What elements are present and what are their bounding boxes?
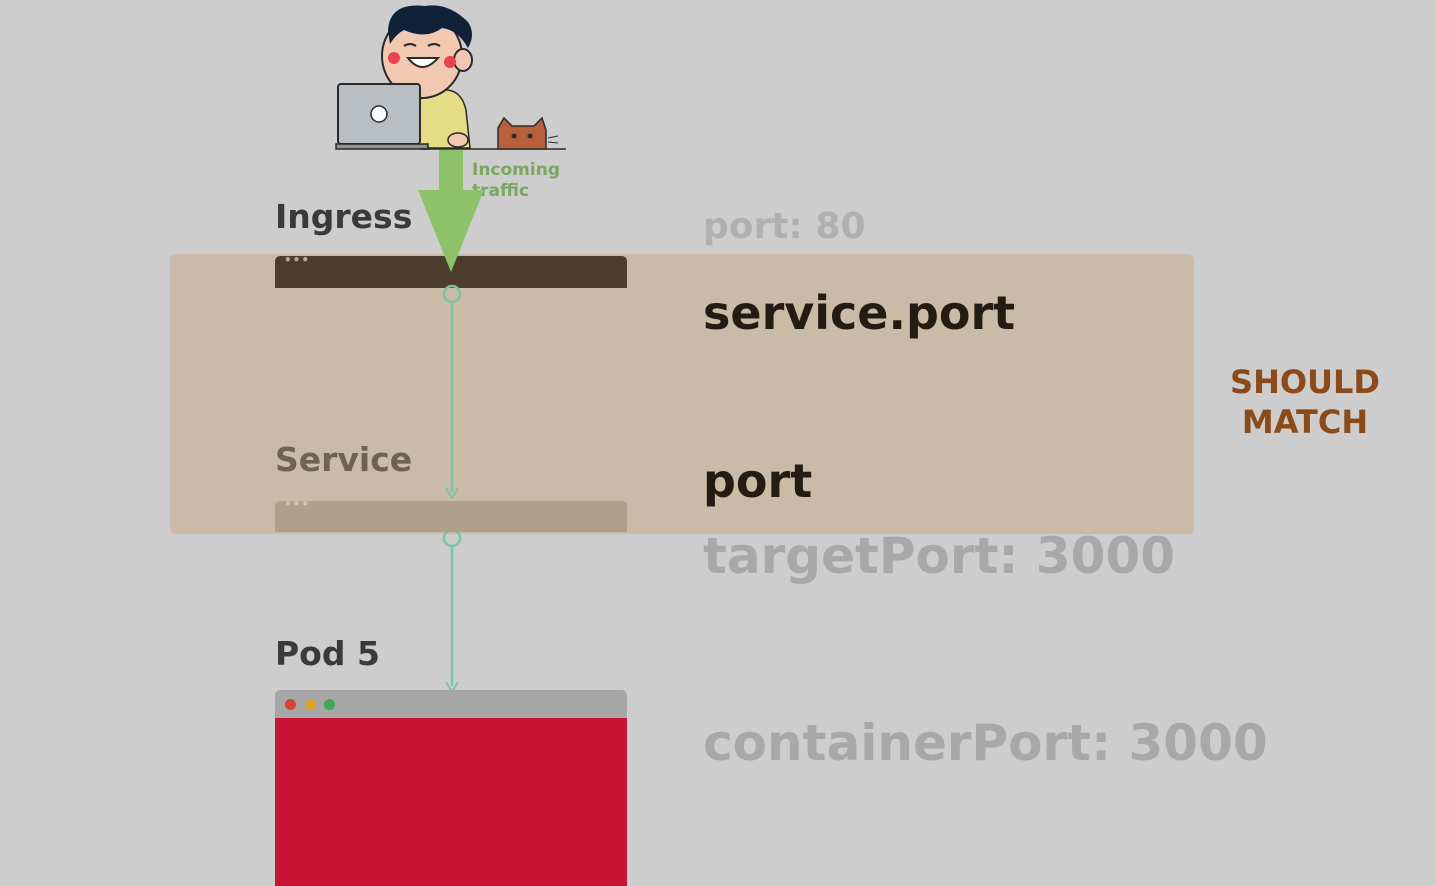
incoming-traffic-line1: Incoming [472,160,560,180]
port-field: port [703,454,813,508]
service-port-field: service.port [703,286,1016,340]
service-bar: ••• [275,497,627,532]
should-match-label: SHOULD MATCH [1220,362,1390,442]
arrow-down-icon [418,150,484,272]
incoming-traffic-line2: traffic [472,181,530,201]
container-port-label: containerPort: 3000 [703,714,1268,772]
window-dots: ••• [284,253,311,267]
pod-window [275,718,627,886]
minimize-dot-icon [305,699,316,710]
window-dots: ••• [284,497,311,511]
target-port-label: targetPort: 3000 [703,527,1176,585]
incoming-traffic-label: Incoming traffic [472,160,560,202]
connector-lines [442,284,462,694]
person-with-laptop-icon [335,5,566,150]
maximize-dot-icon [324,699,335,710]
should-match-line2: MATCH [1241,403,1369,441]
close-dot-icon [285,699,296,710]
pod-label: Pod 5 [275,634,380,673]
cat-icon [497,116,559,150]
ingress-port-label: port: 80 [703,206,866,247]
match-highlight-band [170,254,1194,534]
pod-window-titlebar [275,690,627,718]
should-match-line1: SHOULD [1230,363,1380,401]
ingress-label: Ingress [275,197,413,236]
service-label: Service [275,440,413,479]
